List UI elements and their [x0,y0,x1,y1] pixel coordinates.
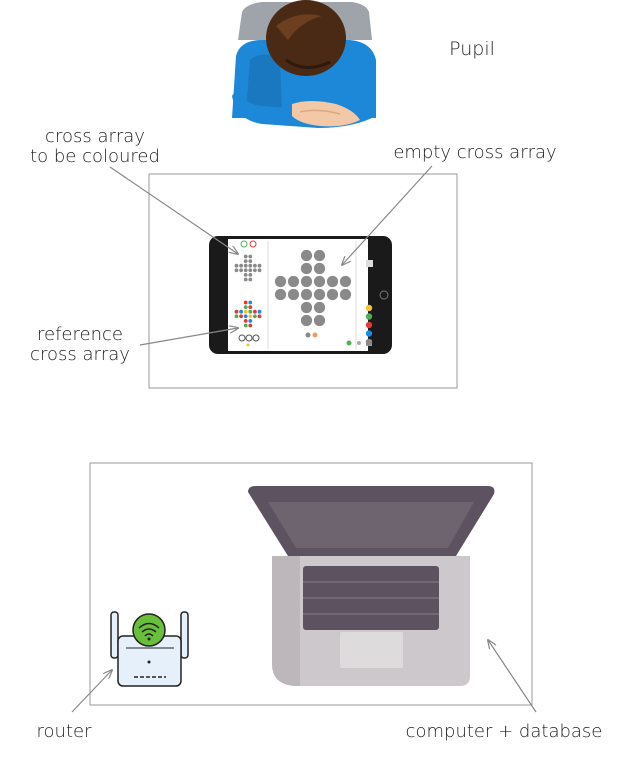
cross-dot [257,309,262,314]
cross-dot [239,309,244,314]
palette-colour-swatch [365,304,373,312]
cross-dot [253,268,257,273]
cross-dot [243,263,248,268]
reference-label-line2: cross array [30,344,130,365]
cross-dot [257,263,262,268]
router-icon [110,611,189,687]
arrow-reference [139,328,238,346]
cross-dot [239,314,244,319]
cross-dot [243,254,248,259]
cross-dot [243,277,248,282]
cross-dot [313,262,326,275]
cross-dot [257,268,262,273]
palette-colour-swatch [365,330,373,337]
pupil-label: Pupil [449,38,495,60]
computer-label: computer + database [406,721,603,742]
arrow-empty-cross [342,165,433,265]
empty-cross-array [274,249,352,327]
pupil-hair [266,0,346,76]
laptop-trackpad [340,632,403,668]
cross-dot [239,263,244,268]
cross-dot [313,288,326,301]
cross-dot [300,288,313,301]
cross-dot [313,301,326,314]
cross-dot [326,288,339,301]
cross-dot [248,254,253,259]
arrow-computer [488,640,537,713]
arrow-cross-to-colour [109,166,238,254]
laptop-icon [248,486,495,686]
cross-dot [248,300,253,305]
cross-dot [253,309,257,314]
cross-dot [313,249,326,262]
cross-dot [257,314,262,319]
router-label: router [37,721,93,742]
computer-panel [89,462,533,706]
cross-dot [339,275,352,288]
reference-cross-array [234,300,262,328]
cross-dot [243,305,248,309]
cross-dot [313,275,326,288]
cross-dot [326,275,339,288]
palette-colour-swatch [365,338,373,346]
cross-dot [243,323,248,328]
cross-dot [253,314,257,319]
cross-to-colour-label-line1: cross array [45,126,145,147]
pupil-illustration [232,0,376,128]
cross-to-colour-label-line2: to be coloured [30,146,160,167]
cross-dot [248,305,253,309]
cross-dot [300,262,313,275]
cross-dot [253,263,257,268]
cross-dot [300,249,313,262]
cross-dot [243,268,248,273]
cross-dot [248,263,253,268]
cross-dot [248,319,253,323]
tablet-icon [209,236,392,354]
cross-dot [248,314,253,319]
colour-palette [365,304,373,346]
empty-cross-label: empty cross array [393,142,556,163]
cross-dot [248,259,253,263]
cross-dot [300,301,313,314]
cross-dot [243,259,248,263]
palette-colour-swatch [365,321,373,329]
cross-dot [339,288,352,301]
cross-dot [287,288,300,301]
tablet-panel [148,173,458,389]
cross-dot [239,268,244,273]
cross-dot [243,300,248,305]
cross-dot [234,309,239,314]
wifi-icon [132,613,166,647]
cross-dot [234,314,239,319]
cross-dot [300,314,313,327]
cross-dot [243,319,248,323]
arrow-router [71,670,112,713]
cross-dot [248,323,253,328]
cross-dot [243,309,248,314]
cross-dot [243,314,248,319]
cross-array-to-colour [234,254,262,282]
cross-dot [287,275,300,288]
cross-dot [234,268,239,273]
palette-colour-swatch [365,313,373,320]
cross-dot [313,314,326,327]
cross-dot [300,275,313,288]
cross-dot [274,275,287,288]
cross-dot [248,268,253,273]
cross-dot [234,263,239,268]
cross-dot [248,273,253,277]
cross-dot [274,288,287,301]
cross-dot [248,277,253,282]
cross-dot [243,273,248,277]
cross-dot [248,309,253,314]
reference-label-line1: reference [37,324,123,345]
